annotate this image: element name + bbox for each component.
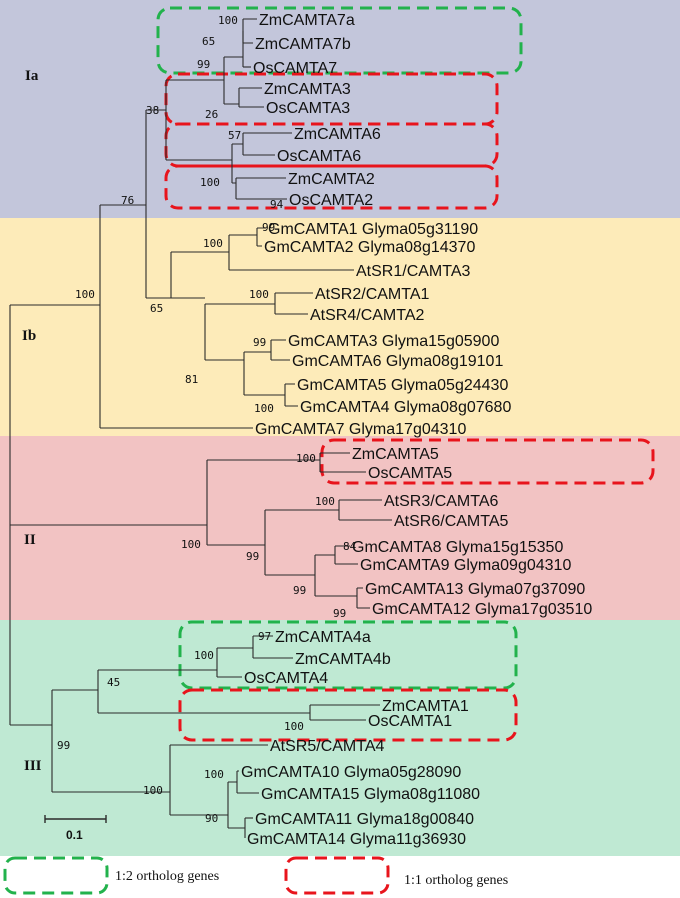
bootstrap-value: 57 (228, 129, 241, 142)
bootstrap-value: 100 (200, 176, 220, 189)
bootstrap-value: 99 (262, 221, 275, 234)
taxon-label: GmCAMTA7 Glyma17g04310 (255, 421, 466, 438)
bootstrap-value: 38 (146, 104, 159, 117)
group-iii-band (0, 620, 680, 856)
bootstrap-value: 65 (202, 35, 215, 48)
bootstrap-value: 100 (143, 784, 163, 797)
taxon-label: OsCAMTA1 (368, 713, 452, 730)
bootstrap-value: 99 (253, 336, 266, 349)
bootstrap-value: 94 (270, 198, 284, 211)
taxon-label: OsCAMTA7 (253, 60, 337, 77)
taxon-label: ZmCAMTA5 (352, 446, 439, 463)
bootstrap-value: 81 (185, 373, 198, 386)
taxon-label: ZmCAMTA3 (264, 81, 351, 98)
taxon-label: ZmCAMTA7b (255, 36, 351, 53)
ortholog-box-red-camta2 (164, 164, 499, 210)
bootstrap-value: 99 (333, 607, 346, 620)
taxon-label: OsCAMTA3 (266, 100, 350, 117)
bootstrap-value: 100 (204, 768, 224, 781)
group-ib-label: Ib (22, 328, 36, 344)
taxon-label: GmCAMTA5 Glyma05g24430 (297, 377, 508, 394)
taxon-label: AtSR2/CAMTA1 (315, 286, 430, 303)
legend-green-label: 1:2 ortholog genes (115, 869, 219, 884)
bootstrap-value: 76 (121, 194, 134, 207)
bootstrap-value: 100 (249, 288, 269, 301)
taxon-label: OsCAMTA5 (368, 465, 452, 482)
legend-red-label: 1:1 ortholog genes (404, 873, 508, 888)
bootstrap-value: 99 (197, 58, 210, 71)
bootstrap-value: 100 (75, 288, 95, 301)
taxon-label: GmCAMTA11 Glyma18g00840 (255, 811, 474, 828)
group-ii-band (0, 436, 680, 620)
taxon-label: GmCAMTA15 Glyma08g11080 (261, 786, 480, 803)
taxon-label: GmCAMTA4 Glyma08g07680 (300, 399, 511, 416)
taxon-label: GmCAMTA2 Glyma08g14370 (264, 239, 475, 256)
taxon-label: GmCAMTA3 Glyma15g05900 (288, 333, 499, 350)
bootstrap-value: 100 (296, 452, 316, 465)
group-iii-label: III (24, 758, 42, 774)
bootstrap-value: 100 (254, 402, 274, 415)
taxon-label: ZmCAMTA4b (295, 651, 391, 668)
bootstrap-value: 99 (293, 584, 306, 597)
taxon-label: AtSR5/CAMTA4 (270, 738, 385, 755)
taxon-label: GmCAMTA1 Glyma05g31190 (268, 221, 478, 238)
bootstrap-value: 100 (203, 237, 223, 250)
bootstrap-value: 84 (343, 540, 357, 553)
bootstrap-values: 100 65 99 26 38 57 100 94 76 99 100 100 … (57, 14, 357, 825)
legend-red-swatch (284, 856, 390, 895)
taxon-labels: ZmCAMTA7a ZmCAMTA7b OsCAMTA7 ZmCAMTA3 Os… (241, 12, 592, 848)
bootstrap-value: 99 (57, 739, 70, 752)
group-ia-band (0, 0, 680, 218)
taxon-label: OsCAMTA2 (289, 192, 373, 209)
taxon-label: GmCAMTA14 Glyma11g36930 (247, 831, 466, 848)
ortholog-box-green-camta4 (178, 620, 518, 690)
taxon-label: AtSR3/CAMTA6 (384, 493, 499, 510)
taxon-label: AtSR1/CAMTA3 (356, 263, 471, 280)
taxon-label: ZmCAMTA6 (294, 126, 381, 143)
bootstrap-value: 97 (258, 630, 271, 643)
group-ia-label: Ia (25, 68, 39, 84)
ortholog-box-red-camta1 (178, 688, 518, 742)
taxon-label: GmCAMTA6 Glyma08g19101 (292, 353, 503, 370)
bootstrap-value: 26 (205, 108, 218, 121)
bootstrap-value: 90 (205, 812, 218, 825)
bootstrap-value: 65 (150, 302, 163, 315)
group-ib-band (0, 218, 680, 436)
scale-bar: 0.1 (44, 815, 107, 842)
bootstrap-value: 99 (246, 550, 259, 563)
legend-green-swatch (3, 856, 109, 895)
legend: 1:2 ortholog genes 1:1 ortholog genes (3, 856, 508, 895)
taxon-label: GmCAMTA9 Glyma09g04310 (360, 557, 571, 574)
bootstrap-value: 100 (284, 720, 304, 733)
ortholog-box-red-camta5 (320, 438, 655, 485)
taxon-label: AtSR4/CAMTA2 (310, 307, 425, 324)
scale-bar-label: 0.1 (66, 828, 83, 842)
taxon-label: ZmCAMTA1 (382, 698, 469, 715)
taxon-label: OsCAMTA6 (277, 148, 361, 165)
bootstrap-value: 100 (181, 538, 201, 551)
taxon-label: GmCAMTA10 Glyma05g28090 (241, 764, 461, 781)
taxon-label: AtSR6/CAMTA5 (394, 513, 509, 530)
taxon-label: OsCAMTA4 (244, 670, 328, 687)
tree-branches (9, 18, 392, 838)
bootstrap-value: 100 (194, 649, 214, 662)
taxon-label: ZmCAMTA7a (259, 12, 355, 29)
taxon-label: ZmCAMTA2 (288, 171, 375, 188)
taxon-label: GmCAMTA12 Glyma17g03510 (372, 601, 592, 618)
group-ii-label: II (24, 532, 36, 548)
bootstrap-value: 45 (107, 676, 120, 689)
taxon-label: ZmCAMTA4a (275, 629, 371, 646)
bootstrap-value: 100 (218, 14, 238, 27)
bootstrap-value: 100 (315, 495, 335, 508)
taxon-label: GmCAMTA13 Glyma07g37090 (365, 581, 585, 598)
taxon-label: GmCAMTA8 Glyma15g15350 (352, 539, 563, 556)
